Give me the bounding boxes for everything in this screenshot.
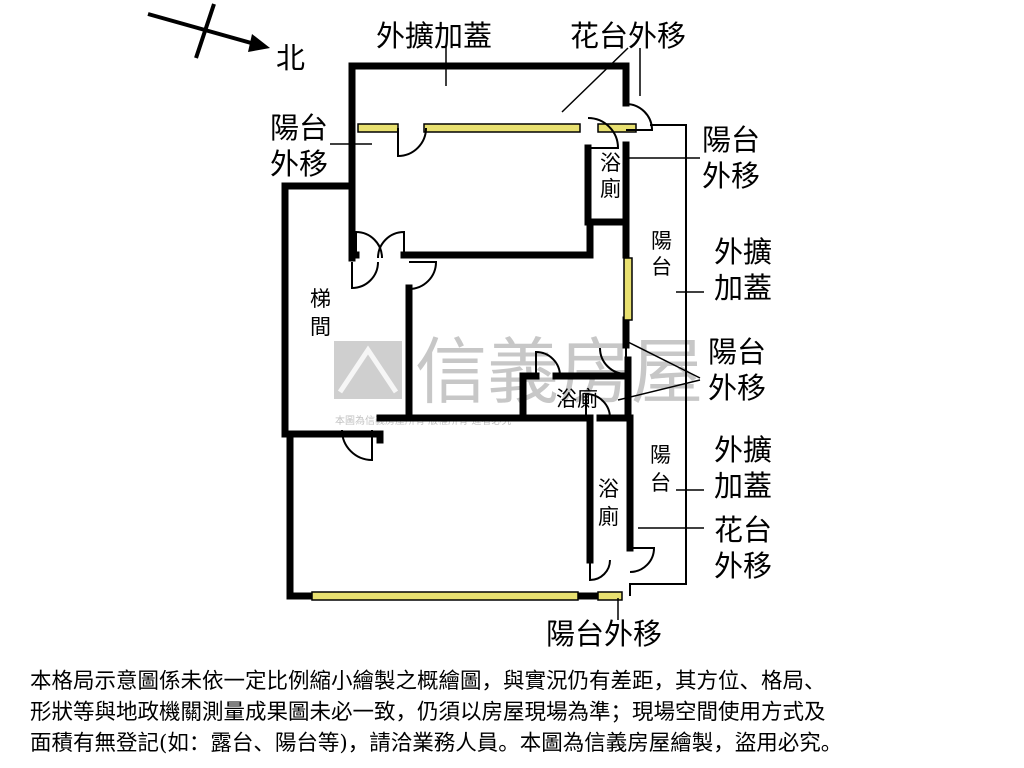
window-top-main (423, 123, 581, 133)
label-top-planter: 花台外移 (570, 19, 686, 53)
window-bottom-main (311, 591, 579, 601)
label-stair-2: 間 (310, 315, 331, 339)
label-top-extension: 外擴加蓋 (376, 19, 492, 53)
label-ext-low-2: 加蓋 (714, 469, 772, 503)
label-balcony-mid-1: 陽台 (708, 335, 766, 369)
label-bath-mid: 浴廁 (556, 387, 598, 411)
label-low-balcony-1: 陽 (650, 443, 671, 467)
label-bath-top-1: 浴 (600, 151, 621, 175)
label-low-balcony-2: 台 (650, 471, 671, 495)
disclaimer-line: 形狀等與地政機關測量成果圖未必一致，仍須以房屋現場為準；現場空間使用方式及 (30, 700, 826, 725)
callout-lines (330, 46, 704, 620)
label-right-balcony-2: 外移 (702, 159, 760, 193)
extension-outline (650, 124, 687, 585)
label-balcony-mid-2: 外移 (708, 371, 766, 405)
window-top-right (597, 123, 637, 133)
disclaimer: 本格局示意圖係未依一定比例縮小繪製之概繪圖，與實況仍有差距，其方位、格局、 形狀… (30, 666, 1000, 759)
label-ext-low-1: 外擴 (714, 433, 772, 467)
label-right-balcony-1: 陽台 (702, 123, 760, 157)
label-mid-balcony-2: 台 (651, 255, 672, 279)
label-left-balcony-2: 外移 (270, 147, 328, 181)
windows (311, 123, 637, 601)
window-right-mid (623, 257, 633, 321)
label-mid-balcony-1: 陽 (651, 229, 672, 253)
window-bottom-right (597, 591, 623, 601)
label-ext-right-2: 加蓋 (714, 271, 772, 305)
label-ext-right-1: 外擴 (714, 235, 772, 269)
label-planter-low-2: 外移 (714, 549, 772, 583)
label-left-balcony-1: 陽台 (270, 111, 328, 145)
watermark: 信義房屋 本圖為信義房屋所有 版權所有 違者必究 (334, 330, 703, 427)
window-top-left (357, 123, 399, 133)
label-bottom-balcony: 陽台外移 (546, 617, 662, 651)
north-arrow: 北 (147, 3, 305, 75)
label-bath-low-2: 廁 (598, 505, 619, 529)
doors (341, 103, 656, 596)
label-bath-top-2: 廁 (600, 177, 621, 201)
north-label: 北 (276, 41, 305, 75)
label-bath-low-1: 浴 (598, 477, 619, 501)
disclaimer-line: 本格局示意圖係未依一定比例縮小繪製之概繪圖，與實況仍有差距，其方位、格局、 (30, 669, 826, 694)
label-planter-low-1: 花台 (714, 513, 772, 547)
disclaimer-line: 面積有無登記(如：露台、陽台等)，請洽業務人員。本圖為信義房屋繪製，盜用必究。 (30, 731, 843, 756)
label-stair-1: 梯 (310, 287, 331, 311)
